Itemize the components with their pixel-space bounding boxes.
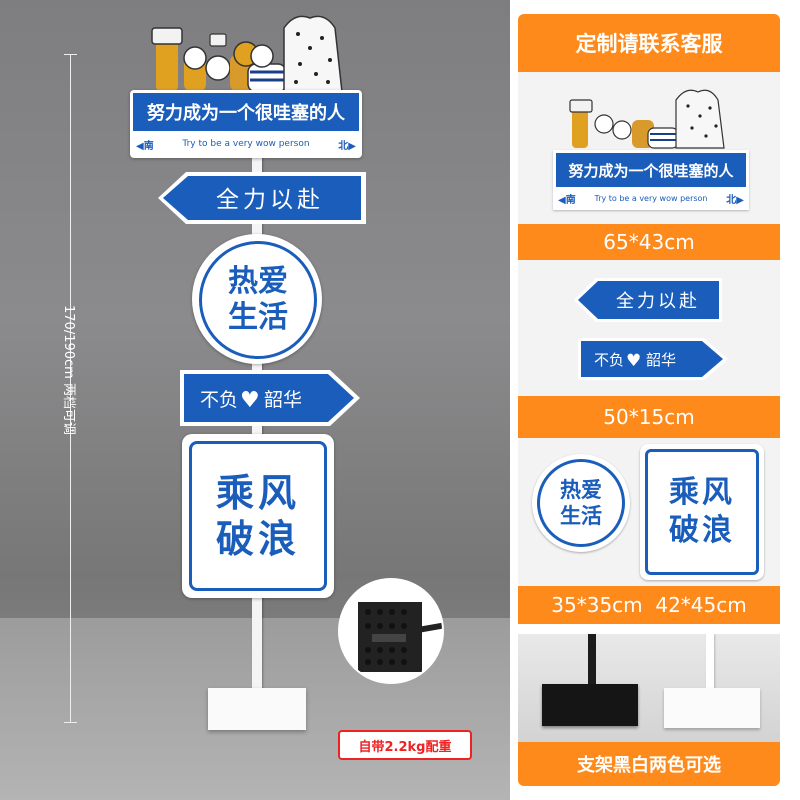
circle-line-1: 热爱 xyxy=(228,264,288,299)
mini-square-sign: 乘风 破浪 xyxy=(640,444,764,580)
size-label-arrow-signs: 50*15cm xyxy=(518,396,780,438)
size-label-top-sign: 65*43cm xyxy=(518,224,780,260)
weight-plate xyxy=(358,602,422,672)
mini-arrow-left-sign: 全力以赴 xyxy=(574,278,722,322)
mini-square-line-2: 破浪 xyxy=(669,513,735,548)
heart-icon: ♥ xyxy=(240,388,260,413)
mini-arrow-right-after: 韶华 xyxy=(646,351,676,369)
mini-circle-line-2: 生活 xyxy=(560,504,602,528)
mini-tagline: Try to be a very wow person xyxy=(594,193,708,203)
mini-arrow-right-before: 不负 xyxy=(594,351,624,369)
arrow-right-sign: 不负 ♥ 韶华 xyxy=(180,370,360,426)
mini-square-line-1: 乘风 xyxy=(669,475,735,510)
customize-header: 定制请联系客服 xyxy=(518,14,780,72)
base-weight-inset xyxy=(340,580,442,682)
stand-color-photo xyxy=(518,634,780,742)
mini-top-sign: 努力成为一个很哇塞的人 ◀南 Try to be a very wow pers… xyxy=(553,150,749,210)
black-pole xyxy=(588,634,596,696)
mini-top-title: 努力成为一个很哇塞的人 xyxy=(556,153,746,187)
black-base xyxy=(542,684,638,726)
arrow-left-sign: 全力以赴 xyxy=(158,172,366,224)
mini-arrow-left-text: 全力以赴 xyxy=(616,291,700,312)
mini-circle-line-1: 热爱 xyxy=(560,478,602,502)
cartoon-characters-illustration xyxy=(151,15,343,93)
south-label: ◀南 xyxy=(136,140,154,152)
white-base xyxy=(664,688,760,728)
mini-circle-sign: 热爱 生活 xyxy=(532,454,630,552)
arrow-left-text: 全力以赴 xyxy=(216,187,324,213)
stand-color-footer: 支架黑白两色可选 xyxy=(518,742,780,786)
top-sign-tagline: Try to be a very wow person xyxy=(182,139,310,149)
square-line-1: 乘风 xyxy=(215,471,300,515)
height-label: 170/190cm 两档可调 xyxy=(61,305,76,435)
mini-heart-icon: ♥ xyxy=(626,351,641,371)
top-sign: 努力成为一个很哇塞的人 ◀南 Try to be a very wow pers… xyxy=(130,90,362,158)
top-sign-subline: ◀南 Try to be a very wow person 北▶ xyxy=(136,136,356,152)
white-pole xyxy=(706,634,714,700)
arrow-right-text-before: 不负 xyxy=(200,389,238,411)
size-label-round-square: 35*35cm 42*45cm xyxy=(518,586,780,624)
weight-label: 自带2.2kg配重 xyxy=(338,730,472,760)
north-label: 北▶ xyxy=(338,140,356,152)
circle-sign: 热爱 生活 xyxy=(192,234,322,364)
mini-north-label: 北▶ xyxy=(726,194,744,206)
top-sign-title: 努力成为一个很哇塞的人 xyxy=(133,93,359,131)
square-sign: 乘风 破浪 xyxy=(182,434,334,598)
circle-line-2: 生活 xyxy=(228,300,288,335)
mini-arrow-right-sign: 不负 ♥ 韶华 xyxy=(578,338,728,380)
sign-base xyxy=(208,688,306,730)
height-dimension-line xyxy=(70,54,71,722)
dimension-cap-bottom xyxy=(64,722,77,723)
dimension-cap-top xyxy=(64,54,77,55)
mini-south-label: ◀南 xyxy=(558,194,576,206)
mini-top-subline: ◀南 Try to be a very wow person 北▶ xyxy=(558,190,744,206)
arrow-right-text-after: 韶华 xyxy=(264,389,302,411)
square-line-2: 破浪 xyxy=(215,517,300,561)
mini-cartoon-illustration xyxy=(569,89,725,149)
